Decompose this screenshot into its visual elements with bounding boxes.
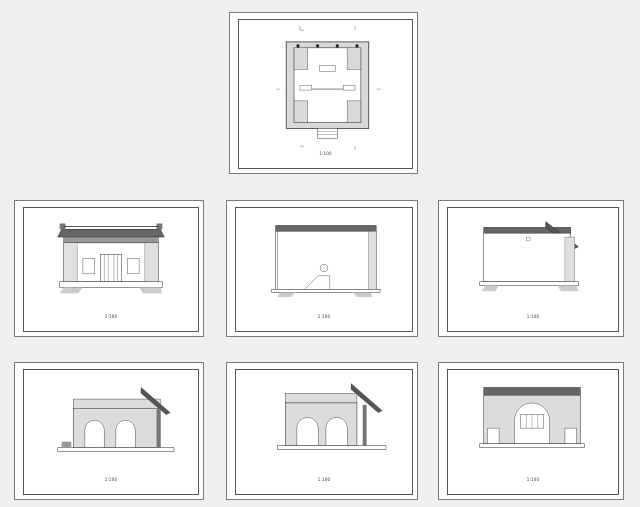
sheet-caption: 1:100: [317, 477, 331, 482]
sheet-caption: 1:100: [317, 314, 331, 319]
drawing-sheet-side-elevation[interactable]: 1:100: [438, 200, 624, 337]
drawing-frame: 1:100: [235, 369, 413, 495]
drawing-frame: 1:100: [447, 207, 619, 332]
sheet-caption: 1:100: [526, 314, 540, 319]
drawing-sheet-front-elevation[interactable]: 1:100: [14, 200, 204, 337]
section-drawing: [479, 387, 585, 448]
front-elevation-drawing: [57, 223, 165, 294]
section-drawing: [277, 383, 387, 450]
sheet-caption: 1:100: [319, 151, 332, 156]
sheet-caption: 1:100: [104, 477, 118, 482]
sheet-caption: 1:100: [104, 314, 118, 319]
floor-plan-drawing: [276, 26, 381, 151]
drawing-frame: 1:100: [235, 207, 413, 332]
drawing-frame: 1:100: [23, 207, 199, 332]
side-elevation-drawing: [479, 221, 579, 292]
drawing-frame: 1:100: [238, 19, 413, 169]
drawing-sheet-floor-plan[interactable]: 1:100: [229, 12, 418, 174]
drawing-sheet-section-2[interactable]: 1:100: [226, 362, 418, 500]
drawing-frame: 1:100: [447, 369, 619, 495]
drawing-frame: 1:100: [23, 369, 199, 495]
drawing-sheet-rear-elevation[interactable]: 1:100: [226, 200, 418, 337]
sheet-caption: 1:100: [526, 477, 540, 482]
section-drawing: [57, 387, 175, 452]
drawing-sheet-section-3[interactable]: 1:100: [438, 362, 624, 500]
drawing-sheet-section-1[interactable]: 1:100: [14, 362, 204, 500]
rear-elevation-drawing: [271, 225, 381, 298]
